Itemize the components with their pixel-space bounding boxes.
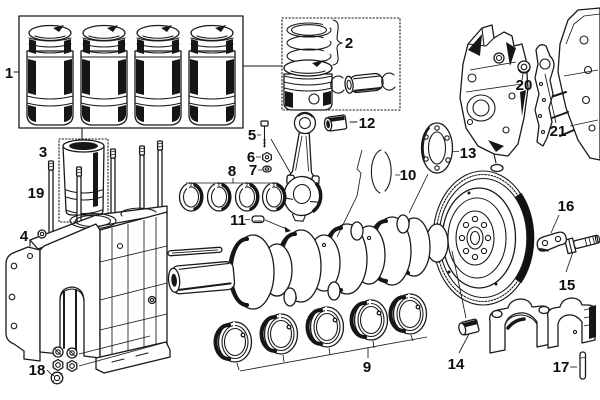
callout-8: 8 [228, 163, 236, 180]
callout-16: 16 [558, 198, 575, 215]
callout-17: 17 [553, 359, 570, 376]
timing-cover [459, 24, 531, 173]
thrust-washers [370, 149, 392, 194]
main-bearing-shells [213, 292, 429, 372]
callout-13: 13 [460, 145, 477, 162]
leader-14 [451, 250, 470, 354]
leader-567 [256, 134, 297, 184]
callout-10: 10 [400, 167, 417, 184]
crank-nose-rod [167, 246, 223, 257]
leader-21 [544, 73, 557, 124]
callouts: 1 2 3 4 5 6 7 8 9 10 11 12 13 14 15 16 1… [5, 35, 576, 379]
callout-11: 11 [230, 212, 246, 229]
callout-9: 9 [363, 359, 371, 376]
spigot-bush [458, 318, 480, 336]
callout-12: 12 [359, 115, 376, 132]
con-rod-washer [262, 165, 272, 173]
arrowhead [284, 226, 291, 233]
block-deck-plug [37, 229, 47, 239]
crank-snout [167, 261, 236, 295]
nuts-and-washers [46, 335, 164, 385]
flywheel-bolt [564, 234, 600, 255]
leader-15-16 [550, 214, 574, 273]
piston [283, 59, 333, 111]
lock-tab-washer [536, 231, 568, 252]
piston-kit-box [281, 17, 401, 111]
callout-3: 3 [39, 144, 47, 161]
dowel-pin [579, 351, 587, 380]
circlip [330, 75, 345, 94]
callout-7: 7 [249, 162, 257, 179]
callout-21: 21 [550, 123, 567, 140]
con-rod-bolt [260, 120, 269, 148]
piston-rings [286, 22, 332, 64]
gudgeon-pin [344, 72, 384, 94]
callout-2: 2 [345, 35, 353, 52]
big-end-bearing-shells [177, 178, 288, 213]
woodruff-key [251, 215, 265, 224]
timing-cover-gasket [534, 44, 555, 147]
callout-19: 19 [28, 185, 45, 202]
callout-1: 1 [5, 65, 13, 82]
leader-13 [408, 151, 459, 214]
con-rod-nut [262, 151, 272, 163]
circlip [381, 72, 396, 91]
rear-seal-flange [420, 122, 454, 174]
leader-lines-box1 [13, 65, 283, 140]
rear-main-bearing-cap [489, 297, 596, 354]
connecting-rod [283, 111, 323, 222]
leader-10 [336, 149, 400, 238]
callout-14: 14 [448, 356, 465, 373]
cylinder-liner-box [58, 138, 109, 223]
small-end-bush [323, 114, 348, 132]
engine-block [5, 205, 171, 374]
brace [332, 19, 343, 66]
crankshaft [167, 214, 449, 310]
engine-backplate [547, 7, 600, 161]
callout-6: 6 [247, 149, 255, 166]
callout-5: 5 [248, 127, 256, 144]
piston-set-box [18, 15, 244, 129]
callout-15: 15 [559, 277, 576, 294]
callout-18: 18 [29, 362, 46, 379]
callout-4: 4 [20, 228, 29, 245]
callout-20: 20 [516, 77, 533, 94]
